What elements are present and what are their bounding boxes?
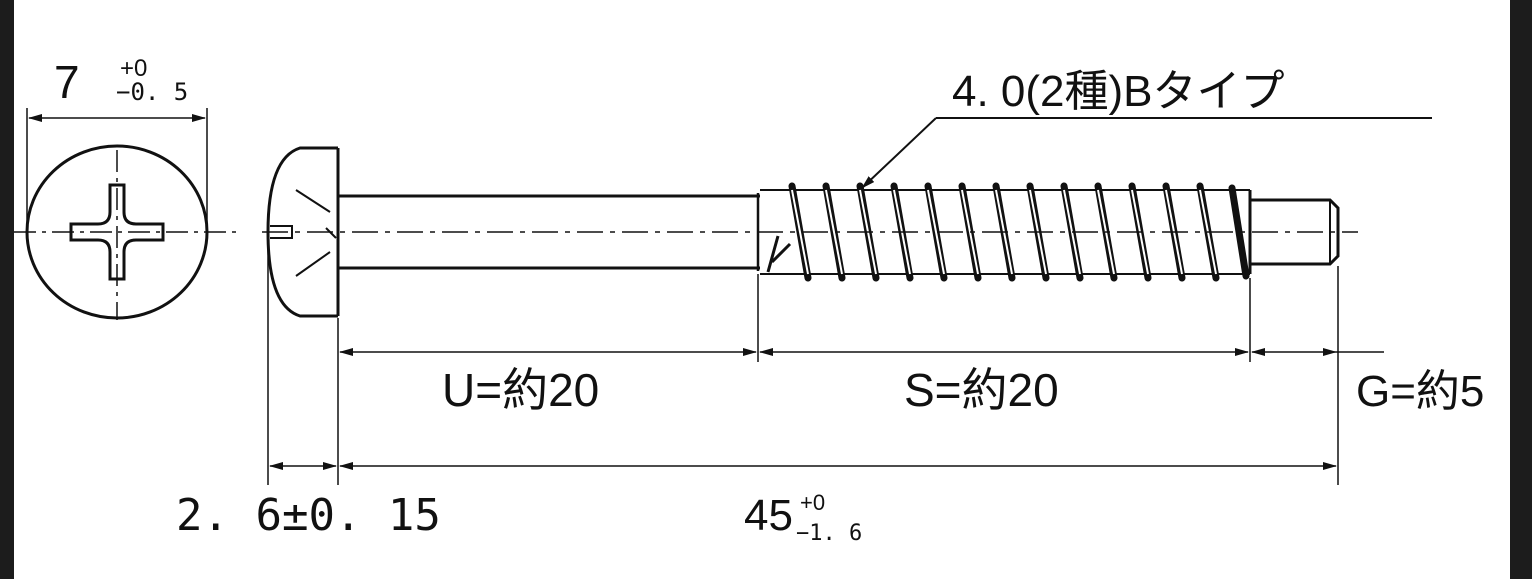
thread-start	[766, 235, 792, 273]
phillips-cross-icon	[69, 183, 165, 281]
total-length-tol-lower: −1. 6	[796, 521, 862, 546]
total-length-tol-upper: +0	[800, 490, 825, 515]
head-diameter-tol-upper: +0	[120, 55, 147, 82]
thread-spec-leader	[861, 117, 937, 189]
frame-left	[0, 0, 14, 579]
unthreaded-length-label: U=約20	[442, 364, 599, 416]
thread-length-label: S=約20	[904, 364, 1059, 416]
head-diameter-tol-lower: −0. 5	[116, 78, 188, 106]
screw-tip	[1250, 198, 1340, 266]
screw-side-view	[262, 117, 1432, 485]
thread-spec-label: 4. 0(2種)Bタイプ	[952, 67, 1285, 116]
frame-right	[1510, 0, 1532, 579]
head-top-view	[14, 108, 240, 320]
drawing-sheet	[14, 0, 1510, 579]
head-recess	[270, 189, 337, 277]
head-height-label: 2. 6±0. 15	[176, 490, 441, 541]
tip-length-label: G=約5	[1356, 367, 1484, 416]
total-length-label: 45	[744, 491, 793, 540]
head-diameter-label: 7	[54, 56, 80, 108]
